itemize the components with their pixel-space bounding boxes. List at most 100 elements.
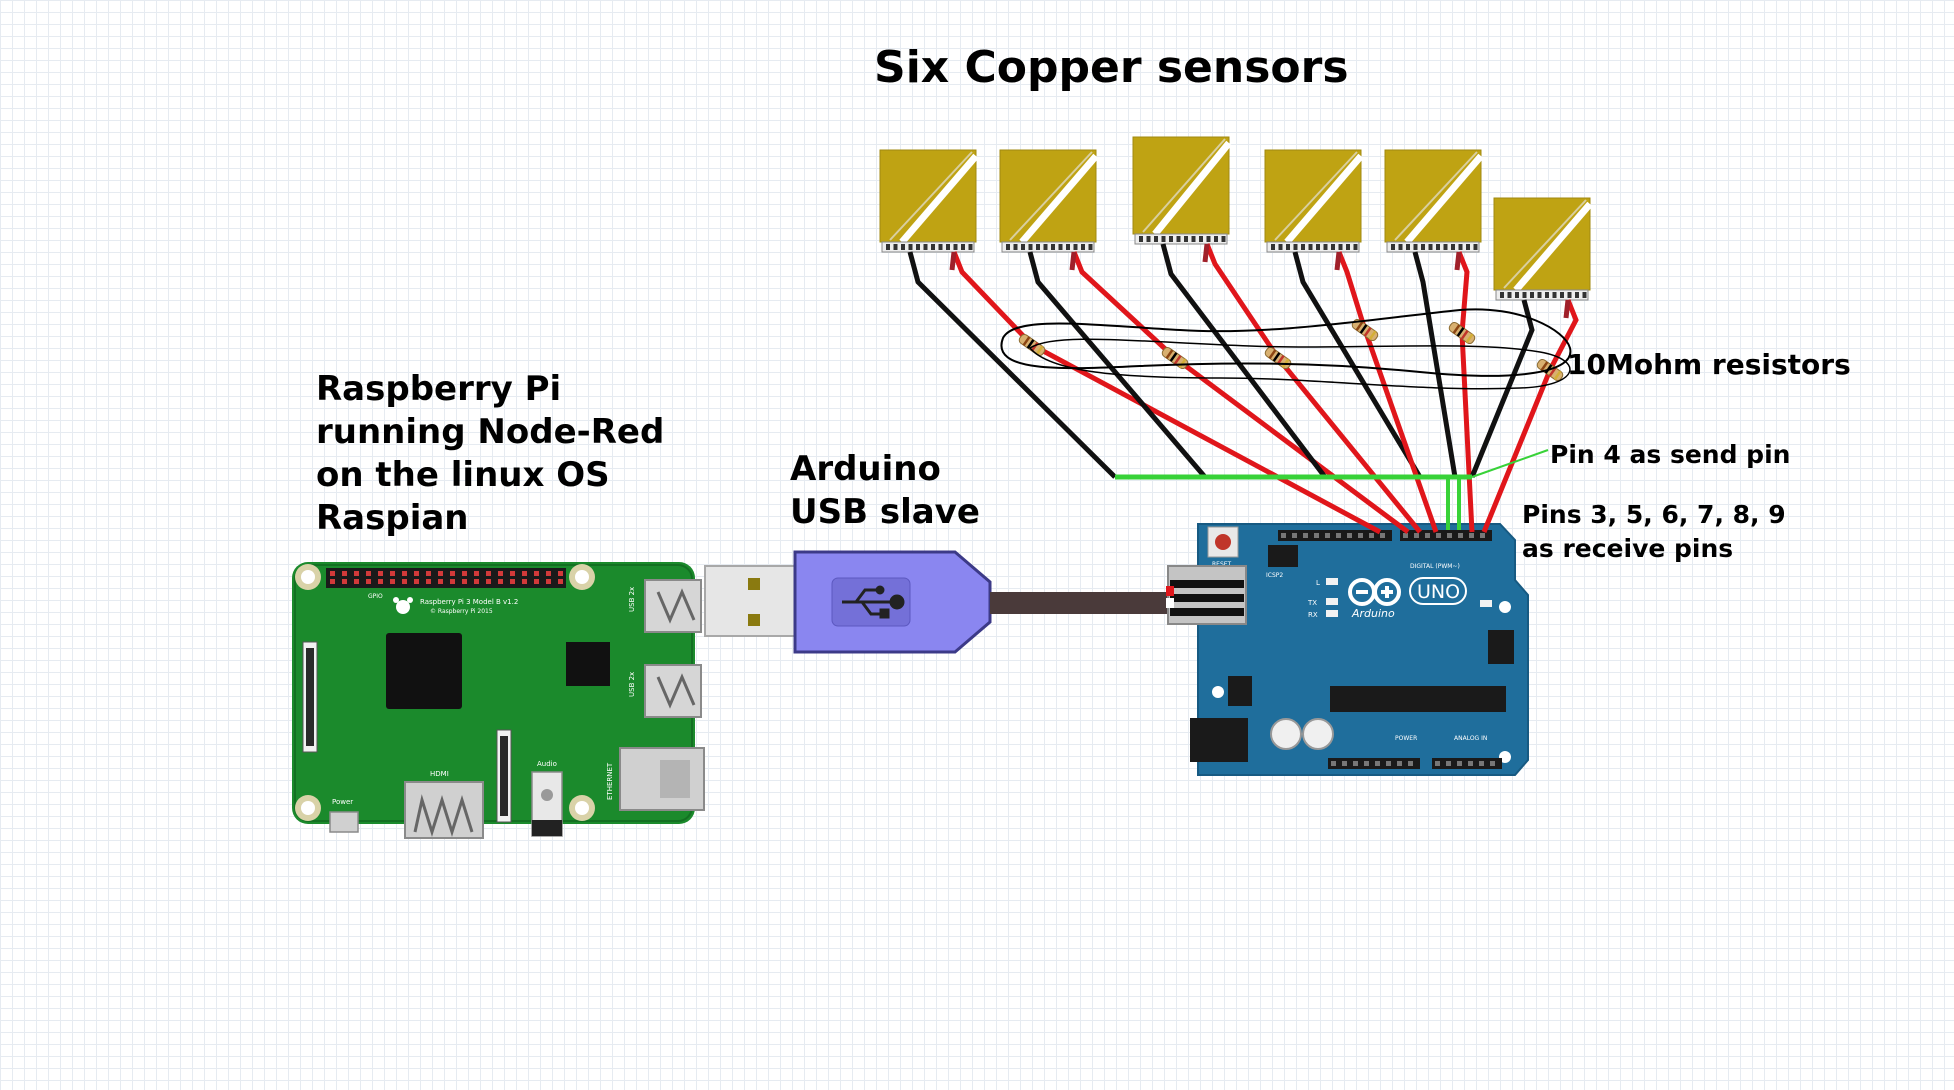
analog-label: ANALOG IN (1454, 735, 1487, 742)
gpio-pin (438, 579, 443, 584)
gpio-pin (474, 571, 479, 576)
hdmi-port (404, 781, 484, 839)
send-bus (1115, 449, 1549, 530)
reset-label: RESET (1212, 561, 1232, 568)
usb-port-label: USB 2x (628, 587, 636, 612)
led-l-label: L (1316, 579, 1320, 587)
header-pin (1425, 533, 1430, 538)
header-pin (1358, 533, 1363, 538)
soc-chip (386, 633, 462, 709)
gpio-pin (522, 579, 527, 584)
gpio-pin (402, 571, 407, 576)
send-pin-label: Pin 4 as send pin (1550, 440, 1791, 469)
header-pin (1408, 761, 1413, 766)
sensor-connector (1266, 241, 1360, 253)
gpio-pin (426, 571, 431, 576)
rpi-usb-port (644, 579, 702, 633)
audio-jack (531, 771, 563, 837)
sensor-connector (881, 241, 975, 253)
gpio-pin (414, 571, 419, 576)
audio-label: Audio (537, 760, 557, 768)
gpio-pin (342, 571, 347, 576)
wire-black (1292, 251, 1423, 479)
header-pin (1342, 761, 1347, 766)
header-pin (1457, 761, 1462, 766)
resistor-bundle-outline (1000, 308, 1572, 377)
raspberry-logo-icon (393, 597, 413, 614)
copper-sensor (879, 149, 979, 253)
gpio-pin (534, 571, 539, 576)
power-port (329, 811, 359, 833)
header-pin (1386, 761, 1391, 766)
rpi-gpio-label: GPIO (368, 593, 383, 600)
header-pin (1380, 533, 1385, 538)
gpio-pin (342, 579, 347, 584)
gpio-pin (510, 571, 515, 576)
capacitor (1302, 718, 1334, 750)
wire-black (1027, 251, 1207, 479)
power-jack (1190, 718, 1248, 762)
ethernet-port (619, 747, 705, 811)
icsp2-header (1268, 545, 1298, 567)
header-pin (1446, 761, 1451, 766)
gpio-pin (486, 579, 491, 584)
diagram-title: Six Copper sensors (874, 42, 1349, 93)
gpio-pin (534, 579, 539, 584)
rpi-label-line2: running Node-Red (316, 412, 665, 452)
wire-black (1160, 243, 1327, 479)
gpio-pin (450, 571, 455, 576)
receive-pins-line2: as receive pins (1522, 534, 1734, 563)
receive-pins-line1: Pins 3, 5, 6, 7, 8, 9 (1522, 500, 1786, 529)
gpio-pin (546, 579, 551, 584)
header-pin (1347, 533, 1352, 538)
header-pin (1336, 533, 1341, 538)
usb-port-label: USB 2x (628, 672, 636, 697)
header-pin (1364, 761, 1369, 766)
copper-sensor (1132, 136, 1232, 245)
lan-chip (566, 642, 610, 686)
gpio-header (326, 568, 566, 588)
header-pin (1447, 533, 1452, 538)
gpio-pin (558, 579, 563, 584)
wires-group (907, 243, 1579, 535)
usb-cable (704, 550, 1180, 654)
copper-sensor (1493, 197, 1593, 301)
sensor-connector (1001, 241, 1095, 253)
atmega-chip (1330, 686, 1506, 712)
gpio-pin (558, 571, 563, 576)
header-pin (1480, 533, 1485, 538)
resistors-label: 10Mohm resistors (1567, 348, 1851, 381)
resistor (1448, 321, 1476, 345)
rpi-label-line3: on the linux OS (316, 455, 610, 495)
led-rx (1326, 610, 1338, 617)
resistor (1264, 346, 1292, 370)
copper-sensor (1264, 149, 1364, 253)
header-pin (1414, 533, 1419, 538)
copper-sensor (1384, 149, 1484, 253)
header-pin (1303, 533, 1308, 538)
power-header (1328, 758, 1420, 769)
rpi-label-line1: Raspberry Pi (316, 369, 562, 409)
resistor-bundle-outline (1028, 338, 1571, 390)
power-header-label: POWER (1395, 735, 1417, 742)
wire-red (1481, 299, 1579, 533)
arduino-uno-board: RESET DIGITAL (PWM~) ICSP2 UNO Arduino (1166, 523, 1529, 776)
gpio-pin (450, 579, 455, 584)
wire-red (1336, 251, 1439, 533)
header-pin (1281, 533, 1286, 538)
usb-label-line2: USB slave (790, 492, 980, 532)
gpio-pin (486, 571, 491, 576)
sensor-connector (1134, 233, 1228, 245)
digital-label: DIGITAL (PWM~) (1410, 563, 1460, 570)
resistor (1018, 333, 1046, 357)
copper-sensor (999, 149, 1099, 253)
wire-red (1456, 251, 1475, 533)
gpio-pin (546, 571, 551, 576)
gpio-pin (462, 579, 467, 584)
gpio-pin (438, 571, 443, 576)
arduino-label: Arduino (1351, 607, 1395, 620)
led-l (1326, 578, 1338, 585)
usb-wire (990, 592, 1180, 614)
gpio-pin (498, 579, 503, 584)
sensor-connector (1386, 241, 1480, 253)
